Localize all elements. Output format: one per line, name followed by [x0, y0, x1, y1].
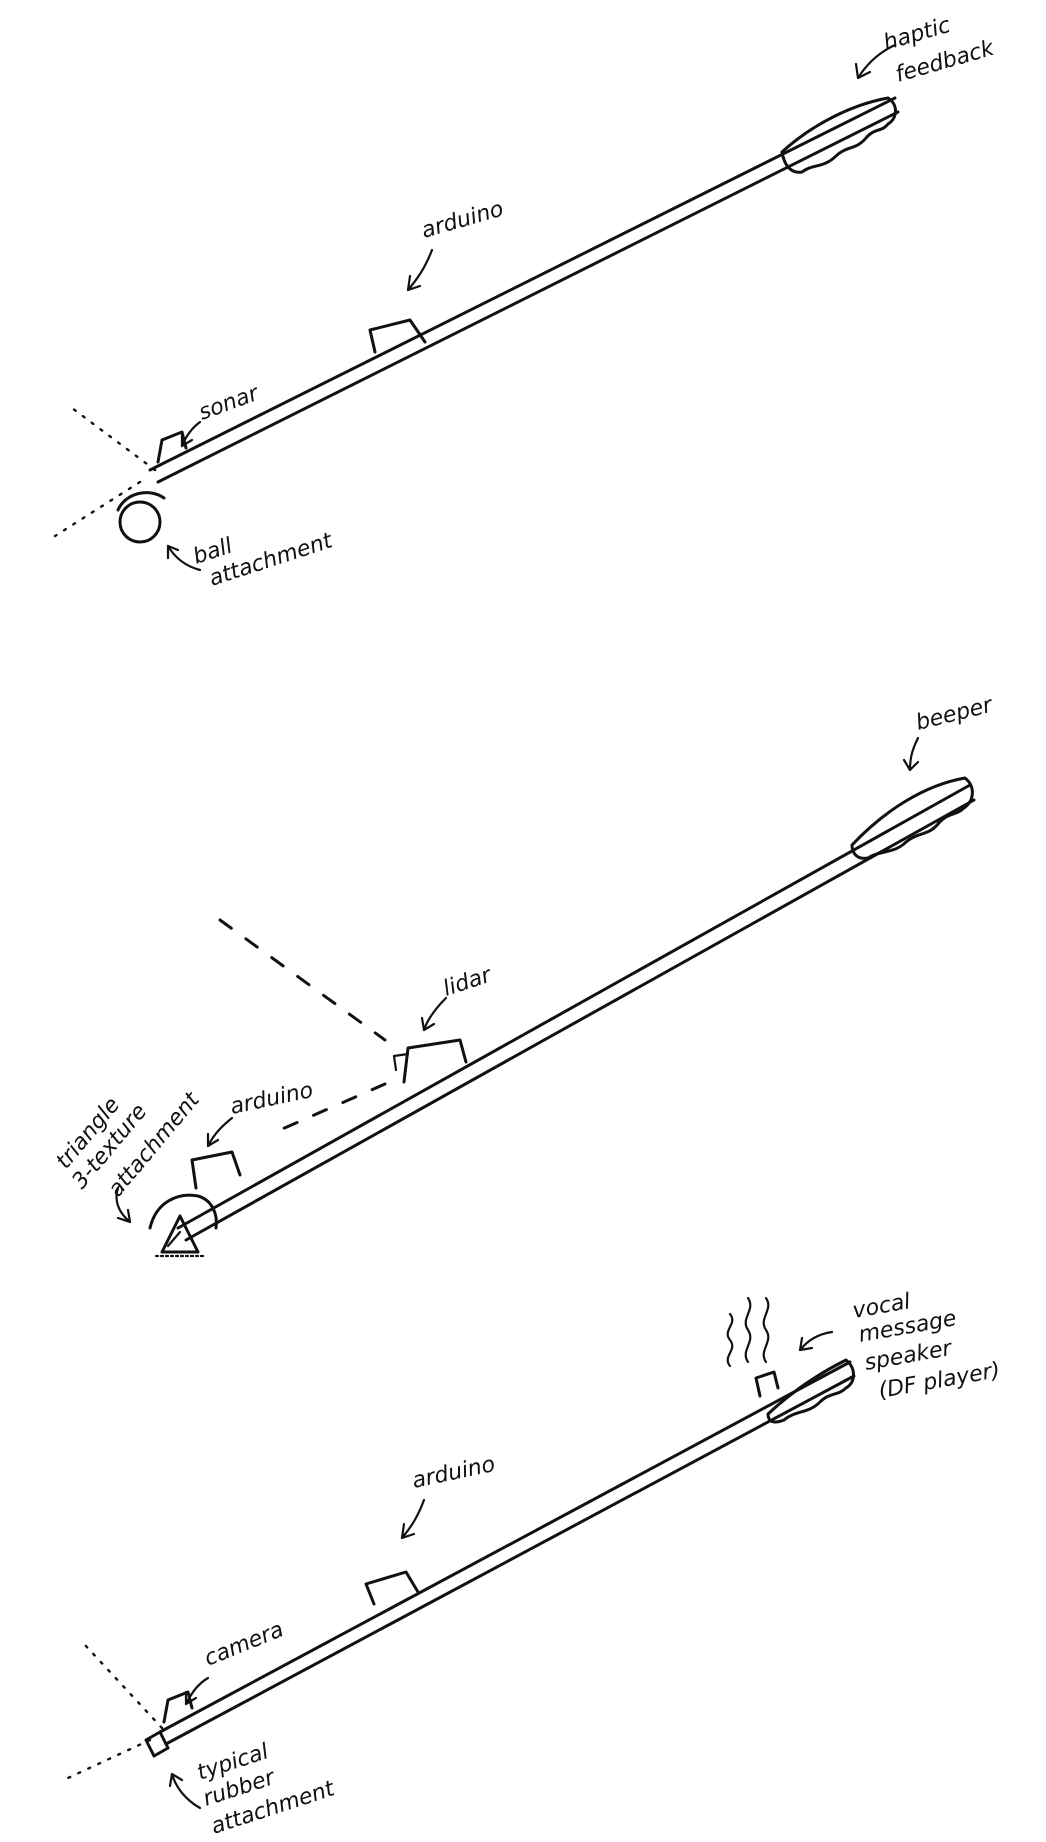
- cane-3-arrow-arduino: [400, 1498, 426, 1540]
- cane-1-arduino-box: [368, 318, 427, 354]
- cane-2-lidar-box: [402, 1038, 468, 1084]
- cane-2-label-sensor: lidar: [440, 962, 496, 1001]
- cane-1-shaft: [148, 96, 900, 484]
- cane-3-arduino-box: [364, 1570, 420, 1606]
- cane-3-label-middle: arduino: [410, 1452, 497, 1494]
- cane-3-camera-field: [66, 1643, 164, 1780]
- cane-2-label-arduino: arduino: [228, 1078, 315, 1120]
- cane-2-beeper-handle: [850, 776, 974, 860]
- cane-2-arrow-triangle: [115, 1186, 132, 1224]
- cane-3-speaker-module: [726, 1296, 780, 1398]
- cane-1-haptic-sonar: haptic feedback arduino sonar ball attac…: [53, 13, 998, 592]
- cane-3-arrow-speaker: [798, 1330, 834, 1352]
- cane-3-arrow-camera: [184, 1676, 210, 1706]
- cane-3-shaft: [158, 1360, 856, 1746]
- cane-2-arrow-beeper: [902, 736, 920, 772]
- cane-1-arrow-haptic: [854, 43, 897, 80]
- cane-1-arrow-arduino: [406, 248, 434, 292]
- cane-1-ball-attachment: [116, 491, 166, 544]
- cane-1-haptic-handle: [780, 96, 897, 174]
- cane-2-arrow-lidar: [420, 996, 448, 1032]
- cane-1-label-middle: arduino: [419, 197, 507, 244]
- cane-3-speaker-handle: [766, 1358, 855, 1424]
- cane-1-arrow-ball: [166, 544, 202, 572]
- cane-2-arduino-box: [190, 1150, 242, 1190]
- cane-1-arrow-sonar: [180, 420, 202, 448]
- cane-3-rubber-attachment: [144, 1730, 170, 1758]
- cane-2-arrow-arduino: [206, 1116, 234, 1148]
- cane-2-beeper-lidar: beeper lidar arduino triangle 3-texture …: [51, 692, 997, 1258]
- cane-2-lidar-lens: [392, 1052, 410, 1072]
- cane-3-speaker-camera: vocal message speaker (DF player) arduin…: [66, 1289, 1002, 1840]
- cane-3-label-sensor: camera: [201, 1617, 287, 1671]
- cane-2-lidar-field: [218, 918, 387, 1132]
- cane-2-shaft: [176, 783, 976, 1242]
- cane-3-camera: [162, 1690, 194, 1724]
- cane-1-sonar-field: [53, 406, 157, 538]
- cane-2-triangle-attachment: [148, 1193, 218, 1258]
- cane-3-arrow-rubber: [168, 1772, 202, 1810]
- cane-2-label-top: beeper: [913, 692, 996, 735]
